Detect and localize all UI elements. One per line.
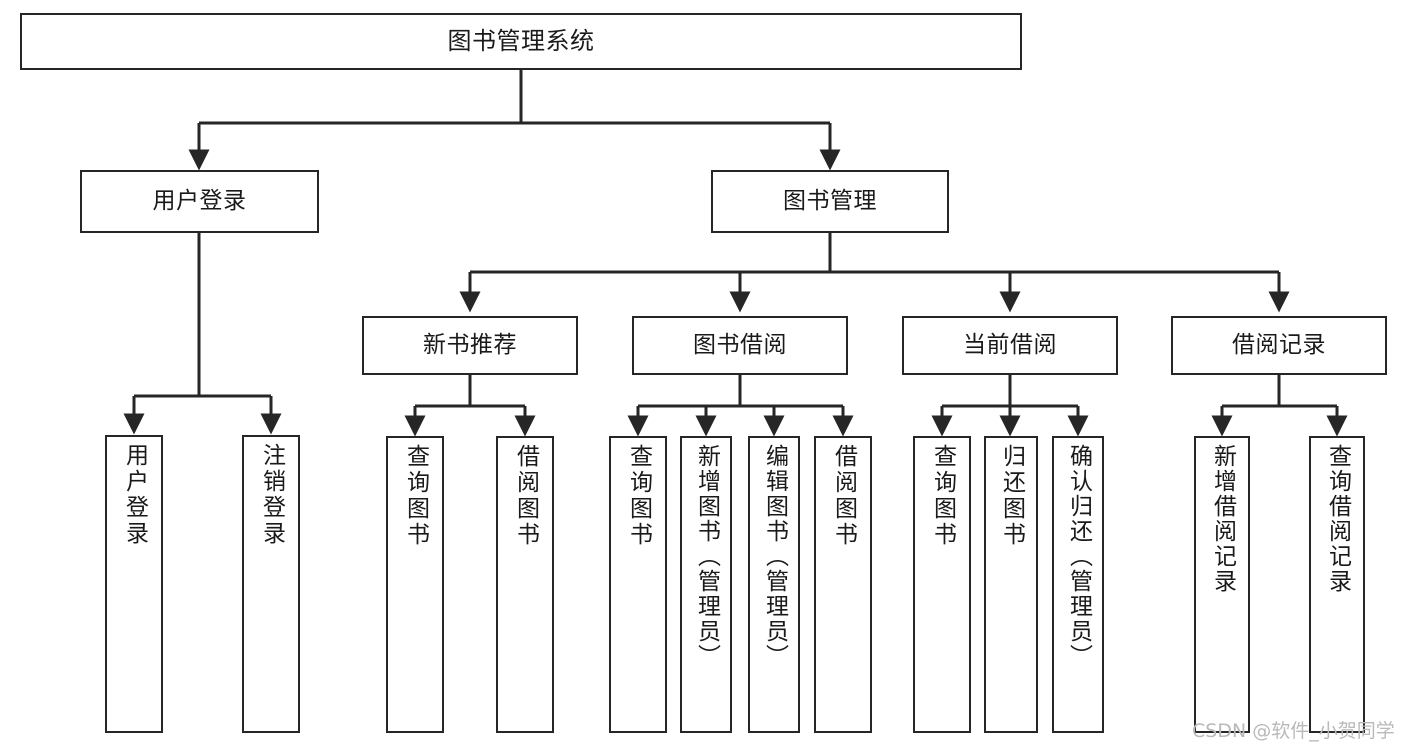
- leaf-query-book-recommend[interactable]: 查询图书: [386, 436, 444, 733]
- node-root[interactable]: 图书管理系统: [20, 13, 1022, 70]
- leaf-logout[interactable]: 注销登录: [242, 435, 300, 733]
- node-book-borrow[interactable]: 图书借阅: [632, 316, 848, 375]
- leaf-logout-label: 注销登录: [258, 443, 285, 547]
- node-user-login-label: 用户登录: [152, 187, 247, 214]
- leaf-edit-book-admin-label: 编辑图书（管理员）: [761, 444, 788, 669]
- leaf-query-borrow-record[interactable]: 查询借阅记录: [1309, 436, 1365, 733]
- leaf-query-book-current[interactable]: 查询图书: [913, 436, 971, 733]
- leaf-add-book-admin-label: 新增图书（管理员）: [693, 444, 720, 669]
- leaf-borrow-book-label: 借阅图书: [830, 444, 857, 548]
- node-book-management[interactable]: 图书管理: [711, 170, 949, 233]
- csdn-watermark: CSDN @软件_小贺同学: [1192, 720, 1395, 742]
- leaf-add-borrow-record[interactable]: 新增借阅记录: [1194, 436, 1250, 733]
- leaf-user-login-label: 用户登录: [121, 443, 148, 547]
- node-root-label: 图书管理系统: [447, 27, 595, 56]
- node-current-borrow[interactable]: 当前借阅: [902, 316, 1118, 375]
- leaf-query-book-borrow[interactable]: 查询图书: [609, 436, 667, 733]
- leaf-confirm-return-admin[interactable]: 确认归还（管理员）: [1052, 436, 1104, 733]
- leaf-query-book-current-label: 查询图书: [929, 444, 956, 548]
- leaf-borrow-book[interactable]: 借阅图书: [814, 436, 872, 733]
- leaf-query-borrow-record-label: 查询借阅记录: [1324, 444, 1351, 594]
- node-user-login[interactable]: 用户登录: [80, 170, 319, 233]
- leaf-user-login[interactable]: 用户登录: [105, 435, 163, 733]
- leaf-query-book-recommend-label: 查询图书: [402, 444, 429, 548]
- node-book-borrow-label: 图书借阅: [693, 331, 787, 358]
- leaf-query-book-borrow-label: 查询图书: [625, 444, 652, 548]
- leaf-add-book-admin[interactable]: 新增图书（管理员）: [680, 436, 732, 733]
- leaf-borrow-book-recommend[interactable]: 借阅图书: [496, 436, 554, 733]
- leaf-return-book-label: 归还图书: [998, 444, 1025, 548]
- node-book-management-label: 图书管理: [783, 187, 877, 214]
- leaf-add-borrow-record-label: 新增借阅记录: [1209, 444, 1236, 594]
- leaf-return-book[interactable]: 归还图书: [984, 436, 1038, 733]
- leaf-edit-book-admin[interactable]: 编辑图书（管理员）: [748, 436, 800, 733]
- leaf-confirm-return-admin-label: 确认归还（管理员）: [1065, 444, 1092, 669]
- node-borrow-records[interactable]: 借阅记录: [1171, 316, 1387, 375]
- node-new-book-recommend-label: 新书推荐: [423, 331, 517, 358]
- node-current-borrow-label: 当前借阅: [963, 331, 1057, 358]
- node-new-book-recommend[interactable]: 新书推荐: [362, 316, 578, 375]
- leaf-borrow-book-recommend-label: 借阅图书: [512, 444, 539, 548]
- node-borrow-records-label: 借阅记录: [1232, 331, 1326, 358]
